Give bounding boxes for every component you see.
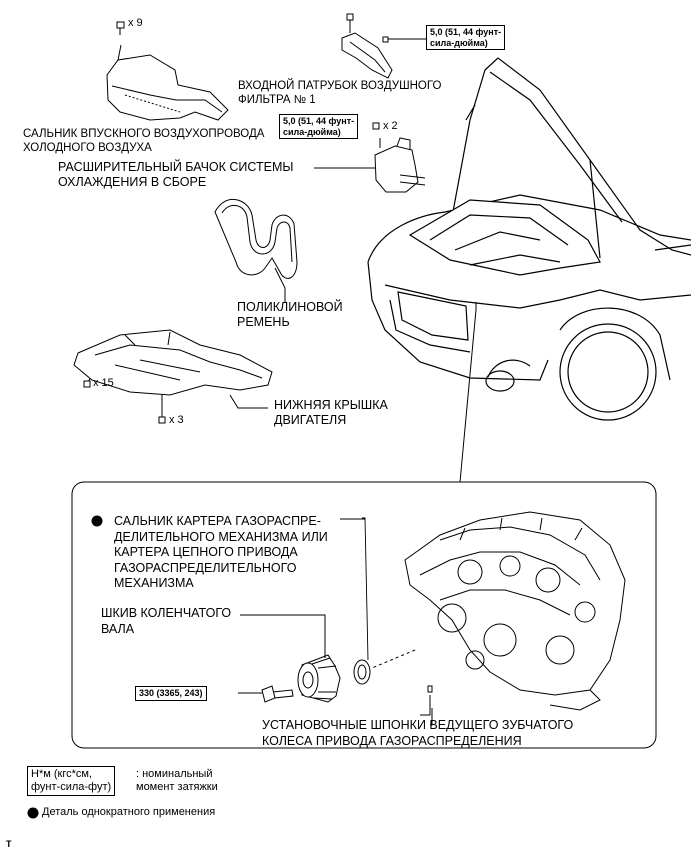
bolt-icon bbox=[382, 36, 389, 43]
assembly-guide-line bbox=[371, 649, 416, 669]
torque-box-inlet: 5,0 (51, 44 фунт- сила-дюйма) bbox=[426, 25, 506, 50]
bolt-icon bbox=[158, 416, 166, 424]
label-expansion-tank: РАСШИРИТЕЛЬНЫЙ БАЧОК СИСТЕМЫ ОХЛАЖДЕНИЯ … bbox=[58, 160, 294, 189]
torque-box-tank: 5,0 (51, 44 фунт- сила-дюйма) bbox=[279, 114, 359, 139]
drive-belt bbox=[214, 199, 298, 303]
legend-units-box: Н*м (кгс*см, фунт-сила-фут) bbox=[27, 766, 116, 796]
bolt-icon bbox=[372, 122, 380, 130]
pulley-bolt bbox=[238, 685, 294, 703]
legend-units-meaning: : номинальный момент затяжки bbox=[136, 768, 218, 793]
cold-air-intake-seal bbox=[106, 44, 229, 121]
vehicle-front-view bbox=[367, 57, 691, 421]
bolt-count-tank: x 2 bbox=[383, 120, 398, 132]
single-use-bullet bbox=[91, 515, 103, 527]
label-oil-seal: САЛЬНИК КАРТЕРА ГАЗОРАСПРЕ- ДЕЛИТЕЛЬНОГО… bbox=[114, 514, 328, 590]
label-under-cover: НИЖНЯЯ КРЫШКА ДВИГАТЕЛЯ bbox=[274, 398, 388, 427]
air-filter-inlet-duct bbox=[341, 17, 393, 79]
engine-assembly bbox=[404, 511, 626, 716]
label-cold-air-seal: САЛЬНИК ВПУСКНОГО ВОЗДУХОПРОВОДА ХОЛОДНО… bbox=[23, 128, 265, 154]
bolt-count-under-cover-b: x 3 bbox=[169, 414, 184, 426]
detail-frame bbox=[71, 481, 657, 749]
single-use-bullet bbox=[27, 807, 39, 819]
expansion-tank bbox=[374, 137, 426, 193]
corner-mark: T bbox=[6, 839, 12, 849]
label-crank-pulley: ШКИВ КОЛЕНЧАТОГО ВАЛА bbox=[101, 606, 232, 636]
legend-single-use: Деталь однократного применения bbox=[42, 806, 216, 818]
bolt-icon bbox=[116, 21, 125, 35]
label-air-filter-inlet: ВХОДНОЙ ПАТРУБОК ВОЗДУШНОГО ФИЛЬТРА № 1 bbox=[238, 80, 442, 106]
bolt-icon bbox=[346, 13, 354, 21]
bolt-icon bbox=[83, 380, 91, 388]
label-timing-keys: УСТАНОВОЧНЫЕ ШПОНКИ ВЕДУЩЕГО ЗУБЧАТОГО К… bbox=[262, 718, 574, 748]
crankshaft-pulley bbox=[240, 614, 341, 703]
detail-pointer-line bbox=[459, 302, 477, 483]
bolt-count-air-duct: x 9 bbox=[128, 17, 143, 29]
bolt-count-under-cover-a: x 15 bbox=[93, 377, 114, 389]
torque-box-pulley: 330 (3365, 243) bbox=[135, 686, 207, 701]
label-drive-belt: ПОЛИКЛИНОВОЙ РЕМЕНЬ bbox=[237, 300, 343, 329]
engine-under-cover bbox=[73, 329, 273, 417]
oil-seal bbox=[353, 517, 371, 685]
